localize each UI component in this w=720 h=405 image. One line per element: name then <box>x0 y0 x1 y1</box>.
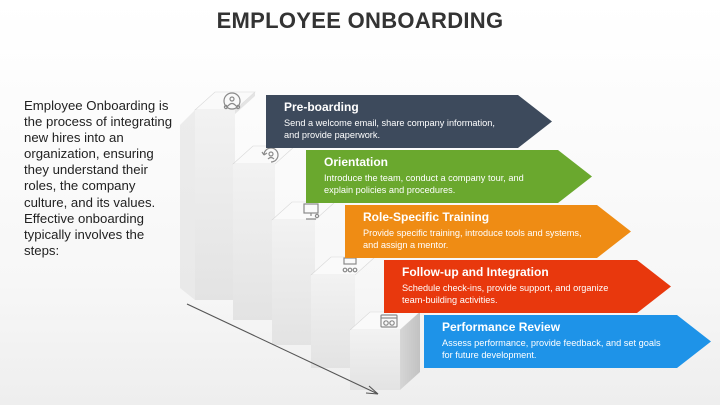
step-title: Performance Review <box>442 320 561 334</box>
step-band-performance-review: Performance Review Assess performance, p… <box>424 315 711 368</box>
step-description: Schedule check-ins, provide support, and… <box>402 283 609 305</box>
training-icon <box>303 203 320 220</box>
step-title: Orientation <box>324 155 389 169</box>
progress-arrow <box>186 303 379 395</box>
step-title: Follow-up and Integration <box>402 265 549 279</box>
step-description: Send a welcome email, share company info… <box>284 118 495 140</box>
intro-text: Employee Onboarding is the process of in… <box>24 98 173 258</box>
step-band-follow-up-and-integration: Follow-up and Integration Schedule check… <box>384 260 671 313</box>
step-band-orientation: Orientation Introduce the team, conduct … <box>306 150 592 203</box>
support-icon <box>342 257 358 273</box>
step-band-role-specific-training: Role-Specific Training Provide specific … <box>345 205 631 258</box>
step-block-4 <box>310 256 376 368</box>
tour-icon <box>261 147 279 163</box>
step-title: Pre-boarding <box>284 100 359 114</box>
page-title: EMPLOYEE ONBOARDING <box>216 8 504 33</box>
step-title: Role-Specific Training <box>363 210 490 224</box>
step-block-1 <box>194 91 256 300</box>
step-description: Assess performance, provide feedback, an… <box>442 338 661 360</box>
team-icon <box>223 92 241 110</box>
step-description: Provide specific training, introduce too… <box>363 228 582 250</box>
step-description: Introduce the team, conduct a company to… <box>324 173 524 195</box>
review-icon <box>380 314 398 328</box>
step-block-5 <box>349 311 421 390</box>
step-band-pre-boarding: Pre-boarding Send a welcome email, share… <box>266 95 552 148</box>
